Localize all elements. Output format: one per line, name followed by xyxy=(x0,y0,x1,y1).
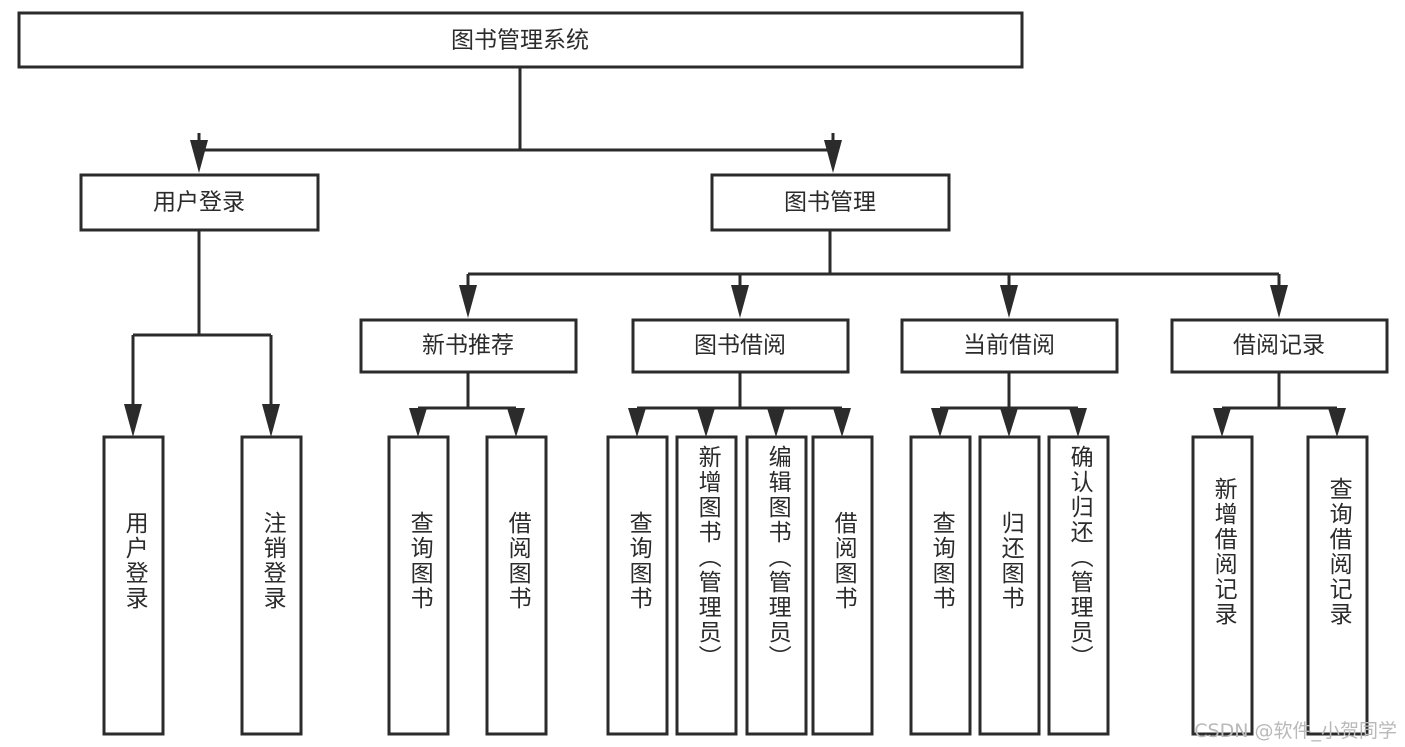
connector-root-bus xyxy=(197,67,835,152)
leaf-box-add-book[interactable] xyxy=(675,435,738,736)
leaf-box-user-logout[interactable] xyxy=(240,435,303,736)
node-user-login[interactable]: 用户登录 xyxy=(79,173,320,232)
leaf-box-query-book-3[interactable] xyxy=(909,435,972,736)
leaf-box-edit-book[interactable] xyxy=(745,435,808,736)
root-box xyxy=(17,11,1024,69)
arrow-down-icon xyxy=(628,408,646,437)
arrow-down-icon xyxy=(731,285,749,318)
connector-book-manage-bus xyxy=(459,230,1288,318)
connector-root-to-book-manage xyxy=(824,140,842,173)
arrow-down-icon xyxy=(262,404,280,437)
leaf-box-query-book-1[interactable] xyxy=(387,435,450,736)
arrow-down-icon xyxy=(409,408,427,437)
arrow-down-icon xyxy=(697,408,715,437)
leaf-box-query-record[interactable] xyxy=(1306,435,1369,736)
book-manage-label: 图书管理 xyxy=(784,190,876,216)
new-book-recommend-label: 新书推荐 xyxy=(422,333,514,359)
book-borrow-label: 图书借阅 xyxy=(694,333,786,359)
arrow-down-icon xyxy=(1069,408,1087,437)
leaf-box-borrow-book-1[interactable] xyxy=(485,435,548,736)
connector-current-borrow-bus xyxy=(931,372,1087,437)
arrow-down-icon xyxy=(507,408,525,437)
arrow-down-icon xyxy=(931,408,949,437)
leaf-box-query-book-2[interactable] xyxy=(606,435,669,736)
new-book-recommend-box xyxy=(359,318,578,374)
user-login-label: 用户登录 xyxy=(153,190,245,216)
arrow-down-icon xyxy=(1000,285,1018,318)
arrow-down-icon xyxy=(190,140,208,173)
borrow-record-label: 借阅记录 xyxy=(1233,333,1325,359)
arrow-down-icon xyxy=(1328,408,1346,437)
node-borrow-record[interactable]: 借阅记录 xyxy=(1170,318,1389,374)
arrow-down-icon xyxy=(824,140,842,173)
connector-root-to-user-login xyxy=(190,140,208,173)
connector-book-borrow-bus xyxy=(628,372,851,437)
leaf-box-return-book[interactable] xyxy=(978,435,1041,736)
arrow-down-icon xyxy=(1270,285,1288,318)
leaf-box-borrow-book-2[interactable] xyxy=(811,435,874,736)
connector-user-login-bus xyxy=(124,230,280,437)
current-borrow-box xyxy=(900,318,1119,374)
current-borrow-label: 当前借阅 xyxy=(963,333,1055,359)
arrow-down-icon xyxy=(767,408,785,437)
arrow-down-icon xyxy=(459,285,477,318)
connector-new-book-recommend-bus xyxy=(409,372,525,437)
connector-borrow-record-bus xyxy=(1213,372,1346,437)
node-new-book-recommend[interactable]: 新书推荐 xyxy=(359,318,578,374)
arrow-down-icon xyxy=(124,404,142,437)
arrow-down-icon xyxy=(1213,408,1231,437)
node-book-borrow[interactable]: 图书借阅 xyxy=(631,318,850,374)
node-root[interactable]: 图书管理系统 xyxy=(17,11,1024,69)
node-book-manage[interactable]: 图书管理 xyxy=(710,173,951,232)
node-current-borrow[interactable]: 当前借阅 xyxy=(900,318,1119,374)
leaf-box-confirm-return[interactable] xyxy=(1047,435,1110,736)
arrow-down-icon xyxy=(833,408,851,437)
leaf-box-add-record[interactable] xyxy=(1191,435,1254,736)
root-label: 图书管理系统 xyxy=(451,28,589,54)
arrow-down-icon xyxy=(1000,408,1018,437)
leaf-box-user-login[interactable] xyxy=(102,435,165,736)
